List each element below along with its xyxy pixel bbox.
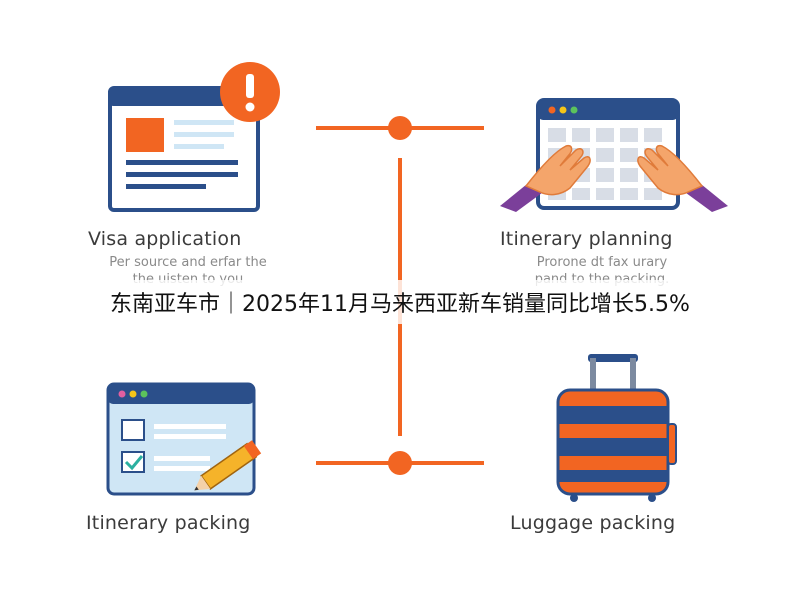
checklist-pencil-icon bbox=[106, 382, 262, 496]
calendar-hands-icon bbox=[500, 98, 728, 212]
step-title-luggage-packing: Luggage packing bbox=[510, 512, 676, 534]
step-title-itinerary-planning: Itinerary planning bbox=[500, 228, 673, 250]
suitcase-icon bbox=[556, 354, 677, 502]
headline-text: 东南亚车市｜2025年11月马来西亚新车销量同比增长5.5% bbox=[110, 292, 690, 317]
document-alert-icon bbox=[108, 62, 280, 212]
step-title-visa: Visa application bbox=[88, 228, 242, 250]
step-desc-visa-line-1: Per source and erfar the bbox=[109, 255, 267, 270]
bottom-node bbox=[388, 451, 412, 475]
step-title-itinerary-packing: Itinerary packing bbox=[86, 512, 251, 534]
top-node bbox=[388, 116, 412, 140]
step-desc-planning-line-1: Prorone dt fax urary bbox=[536, 255, 668, 270]
headline-banner: 东南亚车市｜2025年11月马来西亚新车销量同比增长5.5% bbox=[0, 280, 800, 324]
